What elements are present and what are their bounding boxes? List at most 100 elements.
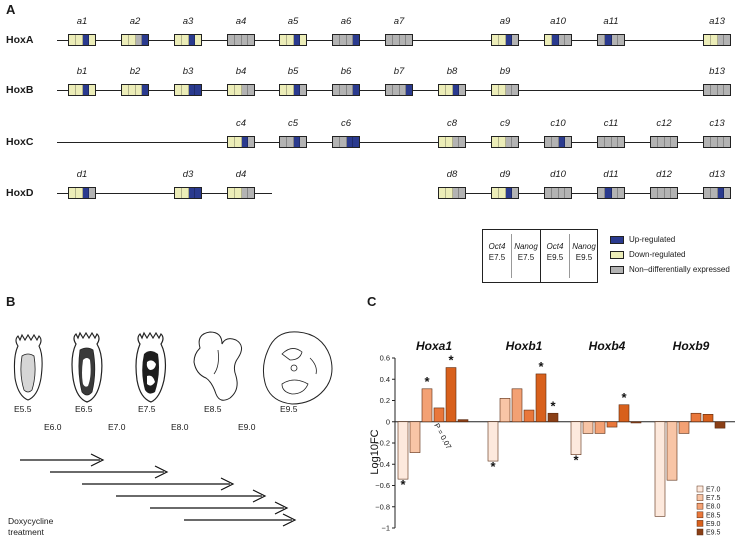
gene-box-cell xyxy=(293,35,301,45)
gene-box-cell xyxy=(392,35,400,45)
gene-box-cell xyxy=(333,137,340,147)
gene-box-c12 xyxy=(650,136,678,148)
gene-box-cell xyxy=(657,188,665,198)
gene-box-cell xyxy=(339,137,347,147)
bar-hoxb4-E7-5 xyxy=(582,421,594,434)
gene-box-cell xyxy=(618,35,624,45)
significance-asterisk: * xyxy=(538,359,544,374)
doxycycline-label-line2: treatment xyxy=(8,527,44,537)
gene-box-cell xyxy=(671,137,677,147)
bar-hoxa1-E9-0 xyxy=(445,367,457,423)
treatment-arrowhead-2 xyxy=(154,465,169,479)
gene-box-b4 xyxy=(227,84,255,96)
gene-box-cell xyxy=(598,137,605,147)
gene-box-b9 xyxy=(491,84,519,96)
legend-label-E9-0: E9.0 xyxy=(706,521,721,528)
gene-box-cell xyxy=(280,35,287,45)
cluster-label-hoxa: HoxA xyxy=(6,34,34,46)
gene-box-a6 xyxy=(332,34,360,46)
legend-nde: Non–differentially expressed xyxy=(610,265,730,274)
y-tick-label: 0.4 xyxy=(380,375,390,384)
gene-name-a1: a1 xyxy=(76,16,88,27)
gene-box-a5 xyxy=(279,34,307,46)
gene-box-cell xyxy=(280,85,287,95)
legend-down-label: Down-regulated xyxy=(629,250,686,259)
gene-box-cell xyxy=(195,35,201,45)
gene-box-cell xyxy=(611,35,619,45)
gene-box-cell xyxy=(492,85,499,95)
gene-box-cell xyxy=(604,188,612,198)
gene-box-cell xyxy=(459,137,465,147)
gene-box-cell xyxy=(346,85,354,95)
doxycycline-label-line1: Doxycycline xyxy=(8,516,54,526)
key-divider-major xyxy=(540,230,541,283)
gene-box-cell xyxy=(234,85,242,95)
gene-box-cell xyxy=(445,188,453,198)
stage-label-e9-0: E9.0 xyxy=(238,422,256,432)
key-col-3-stage: E9.5 xyxy=(546,253,564,262)
gene-box-cell xyxy=(545,35,552,45)
gene-box-cell xyxy=(333,85,340,95)
gene-box-c13 xyxy=(703,136,731,148)
legend-label-E9-5: E9.5 xyxy=(706,530,721,537)
gene-name-a7: a7 xyxy=(393,16,405,27)
cluster-line xyxy=(57,193,272,194)
gene-box-a13 xyxy=(703,34,731,46)
gene-box-cell xyxy=(551,35,559,45)
gene-box-cell xyxy=(228,85,235,95)
gene-box-cell xyxy=(69,35,76,45)
gene-box-cell xyxy=(717,85,725,95)
gene-box-b1 xyxy=(68,84,96,96)
gene-box-d1 xyxy=(68,187,96,199)
gene-box-cell xyxy=(128,35,136,45)
gene-name-a6: a6 xyxy=(340,16,352,27)
gene-box-cell xyxy=(82,188,90,198)
gene-box-cell xyxy=(498,188,506,198)
y-tick-label: 0.2 xyxy=(380,396,390,405)
gene-box-cell xyxy=(128,85,136,95)
gene-box-cell xyxy=(228,188,235,198)
gene-box-cell xyxy=(710,35,718,45)
significance-asterisk: * xyxy=(400,477,406,492)
log-fc-bar-chart: 0.60.40.20−0.2−0.4−0.6−0.8−1Log10FCHoxa1… xyxy=(369,339,735,537)
gene-name-a5: a5 xyxy=(287,16,299,27)
stage-label-e9-5: E9.5 xyxy=(280,404,298,414)
gene-box-cell xyxy=(671,188,677,198)
bar-hoxb1-E7-0 xyxy=(487,421,499,462)
significance-asterisk: * xyxy=(490,459,496,474)
gene-box-cell xyxy=(618,137,624,147)
gene-name-c4: c4 xyxy=(235,118,247,129)
gene-box-cell xyxy=(545,188,552,198)
gene-box-cell xyxy=(492,188,499,198)
embryo-e6-5-drawing xyxy=(71,331,103,403)
bar-hoxa1-E8-0 xyxy=(421,388,433,423)
gene-box-cell xyxy=(545,137,552,147)
gene-box-cell xyxy=(439,85,446,95)
y-tick-label: −0.4 xyxy=(375,460,390,469)
gene-box-cell xyxy=(505,35,513,45)
cluster-line xyxy=(452,193,731,194)
gene-box-cell xyxy=(704,85,711,95)
gene-box-cell xyxy=(651,137,658,147)
embryo-e7-5-drawing xyxy=(135,331,167,403)
bar-hoxa1-E7-0 xyxy=(397,421,409,480)
gene-box-cell xyxy=(505,137,513,147)
gene-box-cell xyxy=(512,35,518,45)
gene-box-cell xyxy=(135,35,143,45)
legend-nde-swatch xyxy=(610,265,624,274)
gene-name-d8: d8 xyxy=(446,169,458,180)
embryo-e5-5-drawing xyxy=(13,333,43,401)
bar-hoxb9-E7-5 xyxy=(666,421,678,481)
gene-name-b6: b6 xyxy=(340,66,352,77)
gene-name-a11: a11 xyxy=(603,16,619,27)
gene-box-cell xyxy=(188,35,196,45)
gene-box-cell xyxy=(69,188,76,198)
embryo-e8-5-drawing xyxy=(193,331,242,401)
gene-box-cell xyxy=(724,137,730,147)
gene-box-d3 xyxy=(174,187,202,199)
gene-box-cell xyxy=(565,188,571,198)
gene-box-cell xyxy=(228,137,235,147)
gene-box-cell xyxy=(248,188,254,198)
bar-hoxb9-E9-0 xyxy=(702,414,714,423)
cluster-line xyxy=(57,142,731,143)
